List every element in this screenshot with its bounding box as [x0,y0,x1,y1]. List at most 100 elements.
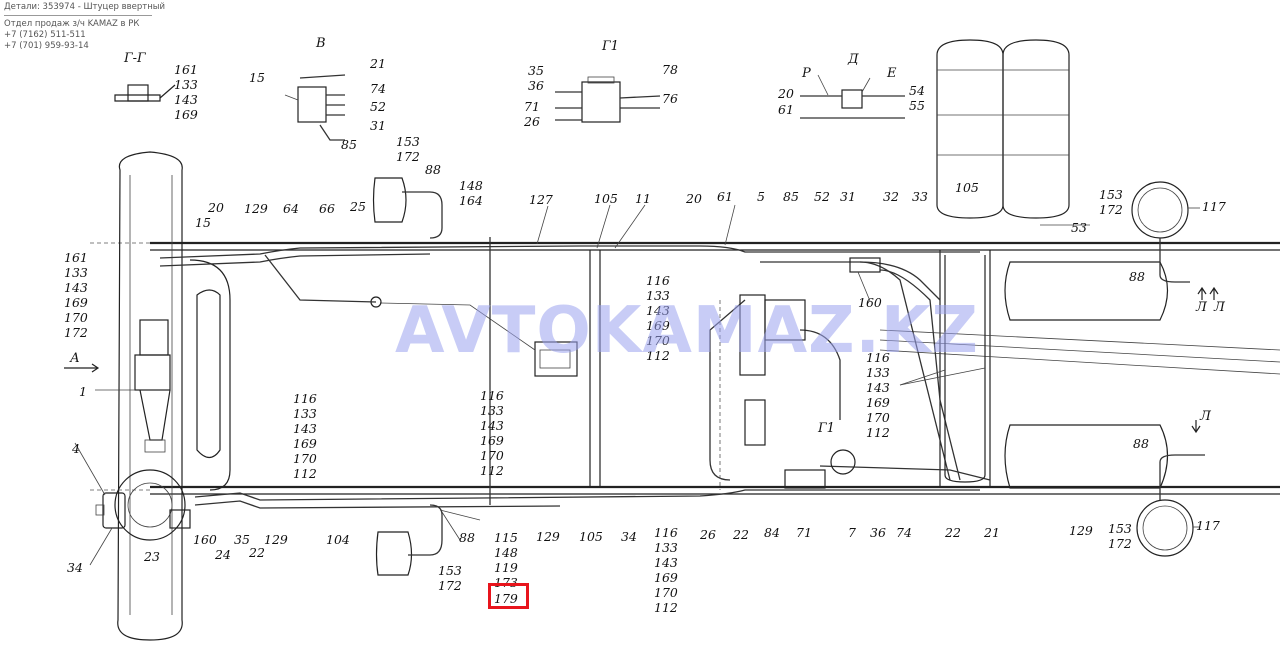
callout-148a: 148 [459,178,483,193]
callout-1: 1 [79,384,87,399]
callout-22c: 22 [944,525,961,540]
callout-31: 31 [840,189,856,204]
callout-129b: 129 [264,532,288,547]
callout-s64-3: 169 [293,436,317,451]
center-receiver [944,255,986,483]
callout-117a: 117 [1202,199,1226,214]
callout-172d: 172 [1108,536,1132,551]
callout-mida-5: 112 [646,348,670,363]
view-arrow-l3-label: Л [1199,409,1212,424]
callout-d-61: 61 [778,102,794,117]
callout-numbers: 161 133 143 169 15 21 74 52 31 85 35 36 … [64,56,1226,615]
view-arrow-l1-label: Л [1195,300,1208,315]
callout-v-15: 15 [249,70,265,85]
callout-179-highlighted: 179 [494,591,518,606]
callout-85: 85 [783,189,799,204]
callout-129a: 129 [244,201,268,216]
view-title-g1-main: Г1 [817,421,835,436]
callout-35: 35 [234,532,250,547]
callout-53: 53 [1071,220,1087,235]
callout-88b: 88 [1129,269,1145,284]
callout-sb-3: 169 [654,570,678,585]
callout-127: 127 [529,192,553,207]
callout-61: 61 [717,189,733,204]
lower-brake-chamber [375,504,443,576]
steering-gear-unit [134,319,171,453]
callout-153d: 153 [1108,521,1132,536]
rear-valve-cluster [739,257,881,489]
right-air-tank-lower [1004,424,1169,489]
callout-129d: 129 [1069,523,1093,538]
callout-34b: 34 [621,529,637,544]
upper-brake-chamber [372,177,443,239]
callout-20b: 20 [685,191,702,206]
callout-s64-4: 170 [293,451,317,466]
callout-left-4: 170 [64,310,88,325]
callout-s64-2: 143 [293,421,317,436]
callout-4: 4 [71,441,80,456]
callout-172b: 172 [1099,202,1123,217]
callout-s64-5: 112 [293,466,317,481]
callout-15: 15 [195,215,211,230]
view-arrow-a-label: А [69,351,80,366]
callout-v-31: 31 [370,118,386,133]
callout-left-0: 161 [64,250,88,265]
callout-d-55: 55 [909,98,925,113]
callout-sr-1: 133 [866,365,890,380]
callout-sr-5: 112 [866,425,890,440]
front-brake-chamber [95,492,126,529]
callout-84: 84 [764,525,780,540]
callout-164a: 164 [459,193,483,208]
callout-g1-26: 26 [523,114,540,129]
view-gg-detail [114,84,176,102]
callout-26: 26 [699,527,716,542]
callout-s64-0: 116 [293,391,317,406]
callout-64: 64 [283,201,299,216]
callout-mida-1: 133 [646,288,670,303]
callout-32: 32 [883,189,899,204]
rear-lower-brake-chamber [1136,454,1205,557]
front-wheel-assembly [114,151,231,641]
callout-160a: 160 [858,295,882,310]
right-air-tank-upper [1004,261,1169,321]
callout-left-5: 172 [64,325,88,340]
callout-sr-4: 170 [866,410,890,425]
view-label-e: Е [886,66,897,81]
callout-172a: 172 [396,149,420,164]
callout-s115-0: 115 [494,530,518,545]
view-g1-detail [555,76,661,123]
callout-s115-2: 119 [494,560,518,575]
callout-gg-3: 169 [174,107,198,122]
callout-gg-2: 143 [174,92,198,107]
part-title: Детали: 353974 - Штуцер ввертный [4,2,166,12]
callout-s64-1: 133 [293,406,317,421]
callout-v-85: 85 [341,137,357,152]
callout-5: 5 [757,189,765,204]
view-arrow-l2-label: Л [1213,300,1226,315]
callout-sc-0: 116 [480,388,504,403]
page-header: Детали: 353974 - Штуцер ввертный Отдел п… [4,2,165,52]
center-valve-unit [370,296,578,377]
view-v-detail [284,74,346,141]
callout-g1-76: 76 [662,91,678,106]
callout-88c: 88 [459,530,475,545]
pipe-routing [159,237,991,509]
callout-d-54: 54 [909,83,925,98]
callout-sb-5: 112 [654,600,678,615]
callout-sr-3: 169 [866,395,890,410]
callout-153b: 153 [1099,187,1123,202]
callout-20a: 20 [207,200,224,215]
view-titles: Г-Г В Г1 Д Г1 А Л Л Л Р Е [64,36,1226,436]
callout-v-21: 21 [369,56,386,71]
callout-sc-4: 170 [480,448,504,463]
callout-left-1: 133 [64,265,88,280]
callout-sr-0: 116 [866,350,890,365]
leader-lines [74,204,1200,566]
header-divider [4,15,152,16]
callout-22b: 22 [732,527,749,542]
callout-7: 7 [848,525,856,540]
callout-25: 25 [349,199,366,214]
upper-air-tank-pair [936,39,1070,219]
callout-34a: 34 [67,560,83,575]
